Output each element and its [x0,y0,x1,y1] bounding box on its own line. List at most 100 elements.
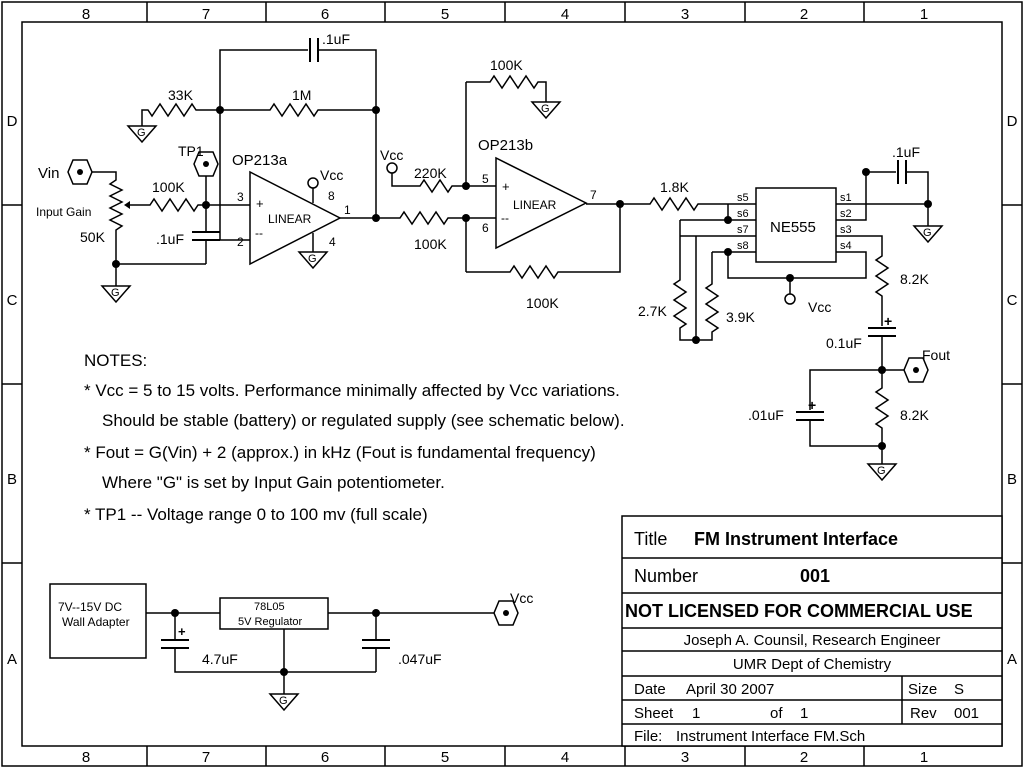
ne555-name: NE555 [770,219,816,236]
zone-col-bot-3: 3 [681,749,689,766]
ne555-pin-s4: s4 [840,240,852,252]
vcc-555-label: Vcc [808,299,831,315]
vcc-reg-label: Vcc [510,590,533,606]
ne555-pin-s5: s5 [737,192,749,204]
gnd-supply-label: G [279,695,288,707]
notes-line-1: * Vcc = 5 to 15 volts. Performance minim… [84,381,620,400]
zone-col-bot-7: 7 [202,749,210,766]
date-label: Date [634,681,666,698]
dept-text: UMR Dept of Chemistry [733,656,892,673]
of-value: 1 [800,705,808,722]
zone-row-left-a: A [7,651,17,668]
notes-heading: NOTES: [84,351,147,370]
ne555-stage: 1.8K NE555 s5 s6 s7 s8 s1 s2 s3 s4 2.7K … [620,144,950,481]
opamp-a-plus: + [256,196,264,211]
opamp-a-pin4: 4 [329,235,336,249]
gnd-555-label: G [923,227,932,239]
notes-line-4: Where "G" is set by Input Gain potentiom… [102,473,445,492]
zone-row-left-d: D [7,113,18,130]
rev-label: Rev [910,705,937,722]
zone-col-bot-5: 5 [441,749,449,766]
number-label: Number [634,566,698,586]
zone-col-bot-6: 6 [321,749,329,766]
opamp-a-feedback: .1uF 1M G 33K [127,31,380,218]
zone-col-bot-4: 4 [561,749,569,766]
of-label: of [770,705,783,722]
r-8-2k-top-label: 8.2K [900,271,929,287]
vin-label: Vin [38,165,59,182]
sheet-label: Sheet [634,705,674,722]
opamp-b-pin5: 5 [482,172,489,186]
reg-line-1: 78L05 [254,601,285,613]
zone-col-top-8: 8 [82,6,90,23]
opamp-a-pin1: 1 [344,203,351,217]
title-label: Title [634,529,667,549]
opamp-a-name: OP213a [232,152,288,169]
opamp-b-plus: + [502,179,510,194]
title-value: FM Instrument Interface [694,529,898,549]
opamp-a-body: LINEAR [268,212,312,226]
notes: NOTES: * Vcc = 5 to 15 volts. Performanc… [84,351,625,524]
zone-col-bot-2: 2 [800,749,808,766]
file-label: File: [634,728,662,745]
opamp-a-pin8: 8 [328,189,335,203]
r-33k-label: 33K [168,87,194,103]
opamp-b-pin6: 6 [482,221,489,235]
c-555-label: .1uF [892,144,920,160]
power-supply: 7V--15V DC Wall Adapter 78L05 5V Regulat… [49,583,533,711]
r-8-2k-bot-label: 8.2K [900,407,929,423]
ne555-pin-s3: s3 [840,224,852,236]
zone-col-top-5: 5 [441,6,449,23]
size-value: S [954,681,964,698]
gnd-33k-label: G [137,127,146,139]
gnd-out-label: G [877,465,886,477]
sheet-value: 1 [692,705,700,722]
r-100k-mid-label: 100K [414,236,447,252]
size-label: Size [908,681,937,698]
ne555-pin-s7: s7 [737,224,749,236]
opamp-b-body: LINEAR [513,198,557,212]
vcc-b-label: Vcc [380,147,403,163]
opamp-b-minus: -- [501,211,509,225]
opamp-b-pin7: 7 [590,188,597,202]
svg-text:+: + [808,397,816,413]
fout-label: Fout [922,347,950,363]
opamp-b-stage: 100K 100K G 100K Vcc 220K OP213b LINEAR … [376,57,624,311]
opamp-b-name: OP213b [478,137,533,154]
gnd-opa-label: G [308,253,317,265]
title-block: Title FM Instrument Interface Number 001… [621,515,1003,747]
ne555-pin-s8: s8 [737,240,749,252]
ne555-pin-s1: s1 [840,192,852,204]
c-047-label: .047uF [398,651,442,667]
r-100k-top-label: 100K [490,57,523,73]
zone-col-top-3: 3 [681,6,689,23]
c-01-label: .01uF [748,407,784,423]
zone-row-right-a: A [1007,651,1017,668]
gnd-opb-label: G [541,103,550,115]
notes-line-2: Should be stable (battery) or regulated … [102,411,625,430]
rev-value: 001 [954,705,979,722]
r-3-9k-label: 3.9K [726,309,755,325]
c-in-label: .1uF [156,231,184,247]
gnd-input-label: G [111,287,120,299]
c-fb-label: .1uF [322,31,350,47]
zone-col-top-6: 6 [321,6,329,23]
opamp-a-pin3: 3 [237,190,244,204]
zone-col-top-7: 7 [202,6,210,23]
zone-row-right-d: D [1007,113,1018,130]
file-value: Instrument Interface FM.Sch [676,728,865,745]
zone-row-left-b: B [7,471,17,488]
r-1m-label: 1M [292,87,311,103]
input-stage: Vin Input Gain 50K 100K TP1 .1uF G [36,143,250,303]
r-100k-in-label: 100K [152,179,185,195]
zone-row-right-b: B [1007,471,1017,488]
c-47-label: 4.7uF [202,651,238,667]
number-value: 001 [800,566,830,586]
license-text: NOT LICENSED FOR COMMERCIAL USE [625,601,973,621]
author-text: Joseph A. Counsil, Research Engineer [684,632,941,649]
r-220k-label: 220K [414,165,447,181]
zone-col-top-1: 1 [920,6,928,23]
zone-col-top-2: 2 [800,6,808,23]
vcc-a-label: Vcc [320,167,343,183]
